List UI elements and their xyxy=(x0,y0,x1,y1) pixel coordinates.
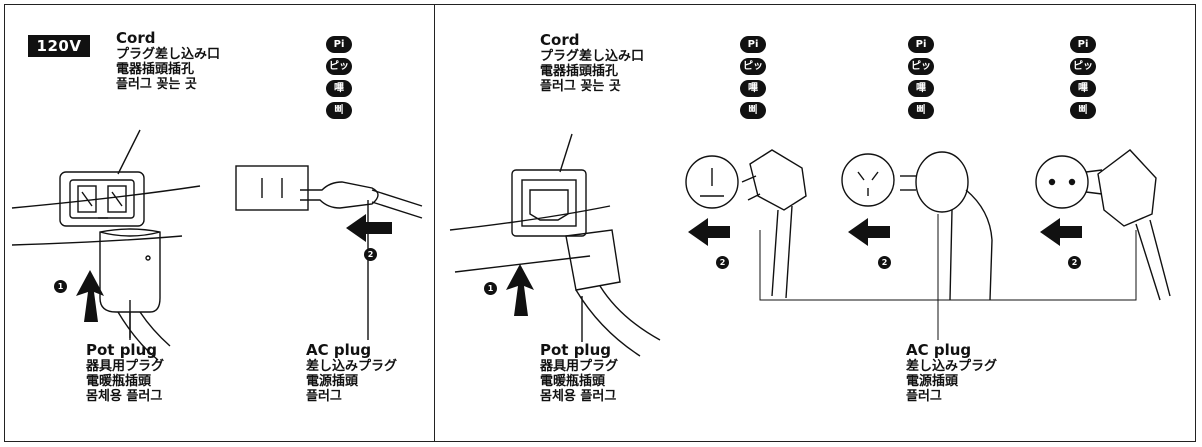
cord-jp: プラグ差し込み口 xyxy=(116,47,221,62)
ac-plug-jp: 差し込みプラグ xyxy=(306,359,398,374)
pot-plug-zh: 電暖瓶插頭 xyxy=(540,374,606,389)
pot-plug-right xyxy=(565,229,621,291)
cord-zh: 電器插頭插孔 xyxy=(116,62,195,77)
ac-plug-title: AC plug xyxy=(306,341,372,359)
ac-plug-left xyxy=(300,181,379,209)
cord-socket-left xyxy=(59,171,145,227)
sound-badge-ko-c: 삐 xyxy=(1070,102,1096,119)
ac-plug-label-right: AC plug 差し込みプラグ 電源插頭 플러그 xyxy=(906,341,998,405)
ac-plug-title: AC plug xyxy=(906,341,972,359)
cord-ko: 플러그 꽂는 곳 xyxy=(540,79,621,94)
ac-plug-jp: 差し込みプラグ xyxy=(906,359,998,374)
ac-plug-b xyxy=(915,151,969,213)
ac-plug-zh: 電源插頭 xyxy=(306,374,359,389)
ac-plug-ko: 플러그 xyxy=(306,389,342,404)
sound-badge-jp-c: ピッ xyxy=(1070,58,1096,75)
ac-plug-label-left: AC plug 差し込みプラグ 電源插頭 플러그 xyxy=(306,341,398,405)
arrow-left-1 xyxy=(346,214,392,242)
step-number-2-b: 2 xyxy=(878,256,891,269)
step-number-2-left: 2 xyxy=(364,248,377,261)
ac-plug-a xyxy=(749,149,807,211)
outlet-c xyxy=(1035,155,1089,209)
wall-outlet-left xyxy=(235,165,309,211)
sound-badge-zh-a: 嗶 xyxy=(740,80,766,97)
pot-plug-title: Pot plug xyxy=(86,341,157,359)
pot-base-outline-left xyxy=(11,235,183,246)
sound-badge-ko-b: 삐 xyxy=(908,102,934,119)
outlet-b xyxy=(841,153,895,207)
cord-label-left: Cord プラグ差し込み口 電器插頭插孔 플러그 꽂는 곳 xyxy=(116,29,221,93)
step-number-2-a: 2 xyxy=(716,256,729,269)
sound-badge-pi-b: Pi xyxy=(908,36,934,53)
sound-badge-ko: 삐 xyxy=(326,102,352,119)
pot-plug-jp: 器具用プラグ xyxy=(86,359,165,374)
diagram-frame xyxy=(4,4,1196,442)
step-number-1-left: 1 xyxy=(54,280,67,293)
pot-plug-zh: 電暖瓶插頭 xyxy=(86,374,152,389)
sound-badge-zh-c: 嗶 xyxy=(1070,80,1096,97)
cord-label-right: Cord プラグ差し込み口 電器插頭插孔 플러그 꽂는 곳 xyxy=(540,31,645,95)
pot-plug-ko: 몸체용 플러그 xyxy=(86,389,163,404)
sound-badge-zh-b: 嗶 xyxy=(908,80,934,97)
arrow-left-c xyxy=(1040,218,1082,246)
cord-ko: 플러그 꽂는 곳 xyxy=(116,77,197,92)
cord-zh: 電器插頭插孔 xyxy=(540,64,619,79)
pot-plug-ko: 몸체용 플러그 xyxy=(540,389,617,404)
step-number-1-right: 1 xyxy=(484,282,497,295)
pot-plug-jp: 器具用プラグ xyxy=(540,359,619,374)
pot-body-outline-right xyxy=(449,205,611,231)
sound-badge-jp-a: ピッ xyxy=(740,58,766,75)
ac-plug-ko: 플러그 xyxy=(906,389,942,404)
ac-plug-zh: 電源插頭 xyxy=(906,374,959,389)
arrow-left-a xyxy=(688,218,730,246)
sound-badge-zh: 嗶 xyxy=(326,80,352,97)
step-number-2-c: 2 xyxy=(1068,256,1081,269)
ac-plug-c xyxy=(1097,149,1157,227)
outlet-a xyxy=(685,155,739,209)
panel-divider xyxy=(434,4,435,442)
cord-socket-right xyxy=(511,169,587,237)
pot-plug-label-left: Pot plug 器具用プラグ 電暖瓶插頭 몸체용 플러그 xyxy=(86,341,165,405)
pot-plug-title: Pot plug xyxy=(540,341,611,359)
pot-plug-label-right: Pot plug 器具用プラグ 電暖瓶插頭 몸체용 플러그 xyxy=(540,341,619,405)
pot-body-outline-left xyxy=(11,185,201,209)
voltage-badge: 120V xyxy=(28,35,90,57)
cord-title: Cord xyxy=(116,29,156,47)
cord-jp: プラグ差し込み口 xyxy=(540,49,645,64)
arrow-left-b xyxy=(848,218,890,246)
cord-title: Cord xyxy=(540,31,580,49)
arrow-up-right xyxy=(506,264,534,316)
sound-badge-pi-a: Pi xyxy=(740,36,766,53)
sound-badge-jp-b: ピッ xyxy=(908,58,934,75)
sound-badge-jp: ピッ xyxy=(326,58,352,75)
arrow-up-left xyxy=(76,270,104,322)
sound-badge-pi: Pi xyxy=(326,36,352,53)
pot-plug-left xyxy=(99,228,161,313)
sound-badge-pi-c: Pi xyxy=(1070,36,1096,53)
sound-badge-ko-a: 삐 xyxy=(740,102,766,119)
